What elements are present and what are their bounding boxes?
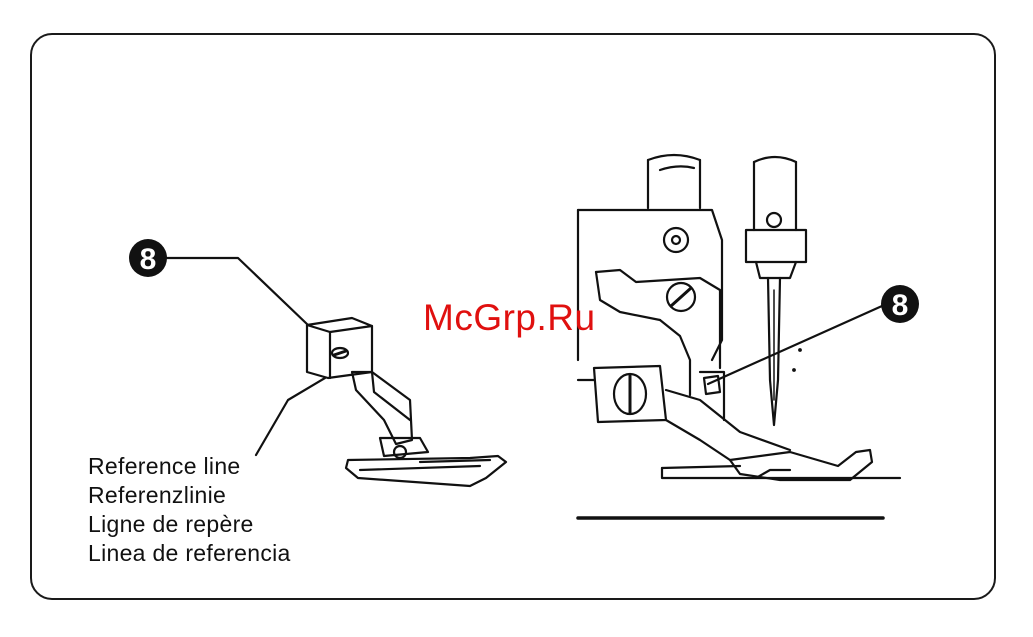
machine-head-right <box>578 155 900 518</box>
caption-english: Reference line <box>88 452 291 481</box>
callout-badge-right: 8 <box>881 285 919 323</box>
caption-french: Ligne de repère <box>88 510 291 539</box>
callout-number-right: 8 <box>892 289 909 322</box>
callout-number-left: 8 <box>140 243 157 276</box>
reference-line-leader <box>256 378 325 455</box>
callout-leader-right <box>708 306 882 384</box>
callout-badge-left: 8 <box>129 239 167 277</box>
watermark-text: McGrp.Ru <box>423 299 596 336</box>
reference-line-caption: Reference line Referenzlinie Ligne de re… <box>88 452 291 568</box>
callout-leader-left <box>166 258 308 325</box>
caption-spanish: Linea de referencia <box>88 539 291 568</box>
caption-german: Referenzlinie <box>88 481 291 510</box>
